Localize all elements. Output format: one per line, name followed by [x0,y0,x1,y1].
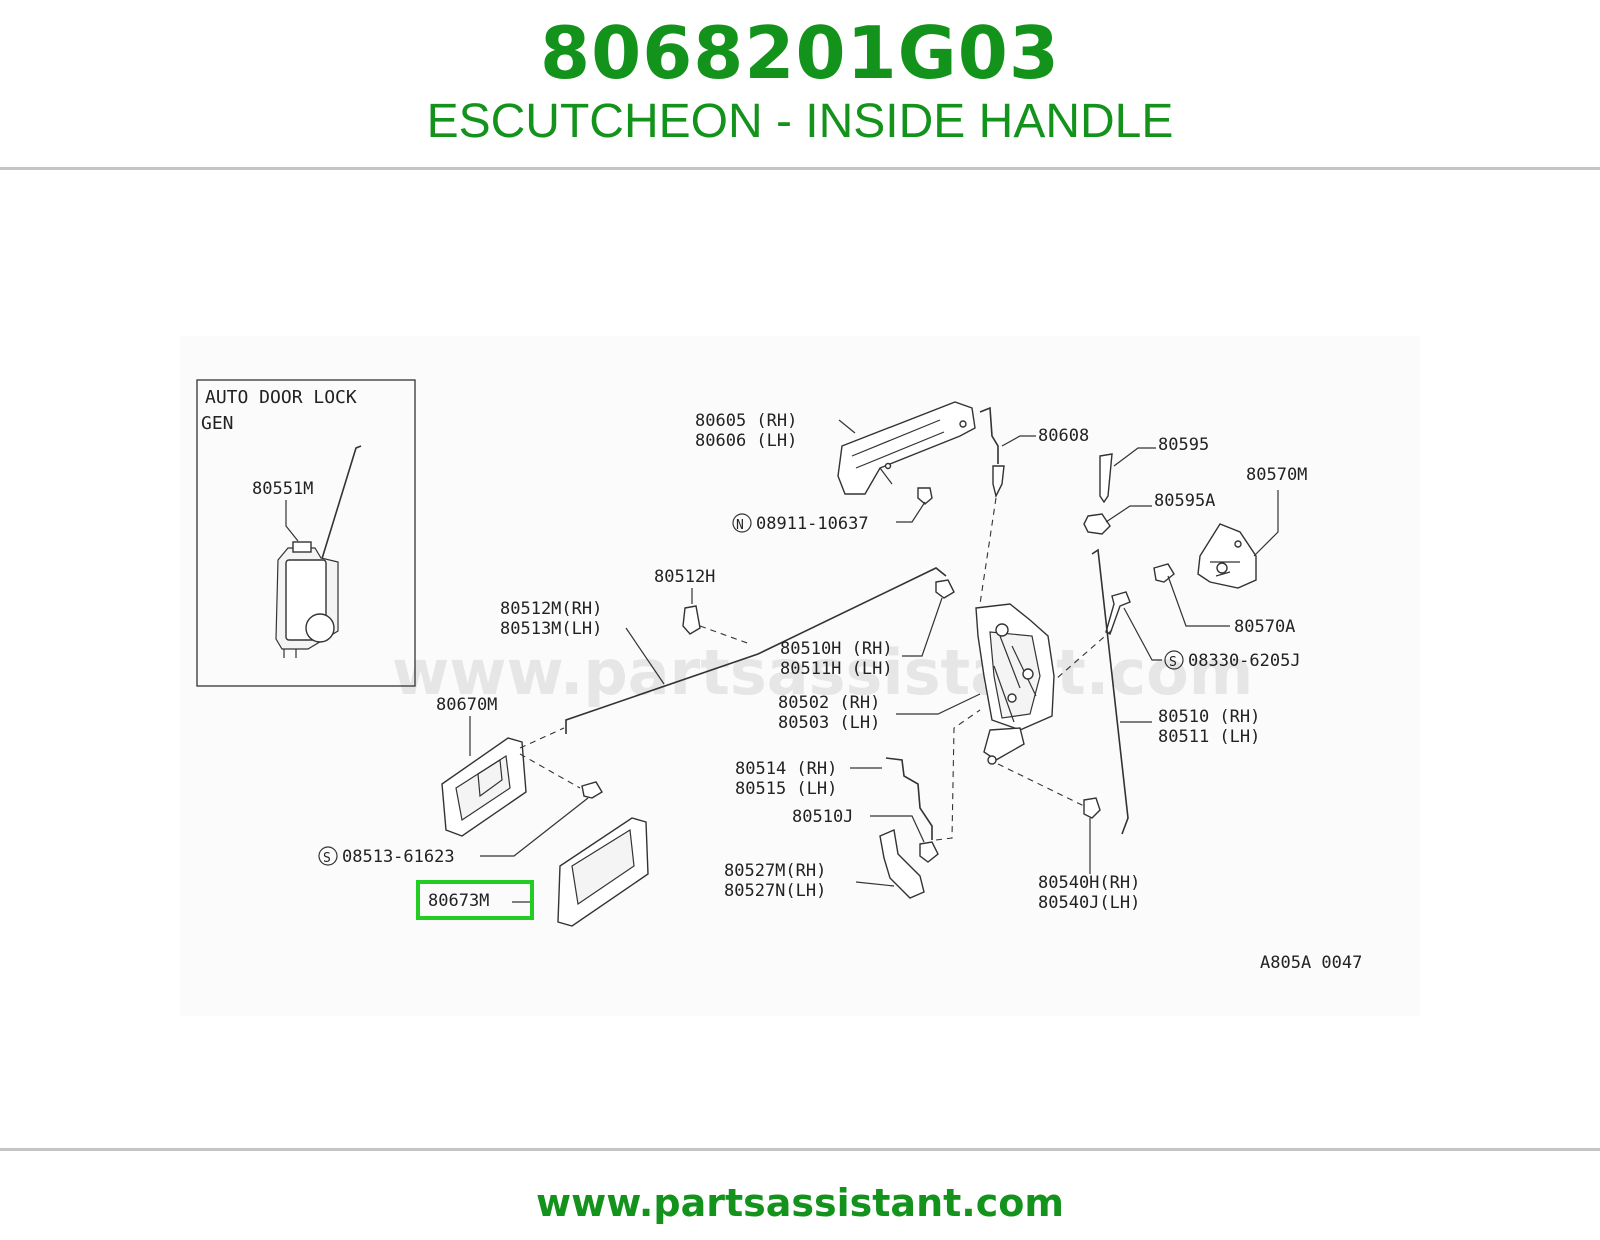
symbol-s-circle-2 [318,846,338,866]
actuator-unit [275,541,339,658]
leader-80551M [285,500,299,542]
rod-80512M [565,567,947,734]
symbol-n-circle [732,513,752,533]
callout-80527N[interactable]: 80527N(LH) [724,881,826,901]
leader-80570M [1253,490,1279,557]
leader-80512M [625,627,665,685]
header-divider [0,167,1600,170]
bolt-08330 [1105,591,1131,635]
callout-80540J[interactable]: 80540J(LH) [1038,893,1140,913]
figure-code: A805A 0047 [1260,953,1362,973]
rod-80608 [979,406,999,464]
lever-80514 [885,757,933,840]
pin-80595 [1099,453,1113,504]
highlight-box-80673M [416,880,534,920]
door-lock-assembly [975,603,1055,765]
callout-80512H[interactable]: 80512H [654,567,715,587]
inset-subtitle: GEN [201,413,234,434]
callout-80527M[interactable]: 80527M(RH) [724,861,826,881]
auto-door-lock-inset: AUTO DOOR LOCK GEN 80551M [196,379,416,687]
dash-80670M [519,727,565,749]
symbol-s-2: S [323,851,331,866]
callout-08911[interactable]: 08911-10637 [756,514,869,534]
callout-80673M[interactable]: 80673M [428,891,489,911]
dash-80670M-screw [519,753,581,789]
diagram-background [180,336,1420,1016]
leader-08330 [1123,607,1162,661]
callout-80511H[interactable]: 80511H (LH) [780,659,893,679]
callout-80510H[interactable]: 80510H (RH) [780,639,893,659]
footer-website-link[interactable]: www.partsassistant.com [536,1181,1064,1225]
inside-handle-80670M [441,737,527,837]
symbol-s-1: S [1169,655,1177,670]
leader-80570A [1167,575,1230,627]
leader-08911 [896,501,926,523]
symbol-n: N [736,518,744,533]
dash-80540H [997,763,1085,807]
parts-diagram: www.partsassistant.com AUTO DOOR LOCK GE… [180,336,1420,1021]
clip-80540H [1083,797,1101,819]
leader-80595 [1113,447,1156,467]
callout-80515[interactable]: 80515 (LH) [735,779,837,799]
leader-80510J [870,815,925,843]
inset-title: AUTO DOOR LOCK [205,387,357,408]
inset-frame [196,379,416,687]
callout-08513[interactable]: 08513-61623 [342,847,455,867]
callout-80512M[interactable]: 80512M(RH) [500,599,602,619]
bushing-80595A [1083,513,1111,535]
callout-80608[interactable]: 80608 [1038,426,1089,446]
bracket-80527M [879,829,925,899]
callout-80670M[interactable]: 80670M [436,695,497,715]
dash-80510J [935,709,981,841]
callout-80605[interactable]: 80605 (RH) [695,411,797,431]
callout-80606[interactable]: 80606 (LH) [695,431,797,451]
callout-80510[interactable]: 80510 (RH) [1158,707,1260,727]
symbol-s-circle-1 [1164,650,1184,670]
callout-80503[interactable]: 80503 (LH) [778,713,880,733]
nut-08911 [917,487,933,505]
callout-80540H[interactable]: 80540H(RH) [1038,873,1140,893]
leader-80608 [1001,435,1036,447]
leader-80527M [855,881,895,887]
part-number-title: 8068201G03 [540,11,1060,95]
callout-80510J[interactable]: 80510J [792,807,853,827]
footer-divider [0,1148,1600,1151]
callout-80595A[interactable]: 80595A [1154,491,1215,511]
dash-80512H [699,625,751,645]
page-header: 8068201G03 ESCUTCHEON - INSIDE HANDLE [0,0,1600,168]
callout-80595[interactable]: 80595 [1158,435,1209,455]
clip-80512H [682,605,701,635]
callout-80570A[interactable]: 80570A [1234,617,1295,637]
actuator-rod [308,445,362,602]
leader-80595A [1105,505,1152,523]
callout-08330[interactable]: 08330-6205J [1188,651,1301,671]
callout-80511[interactable]: 80511 (LH) [1158,727,1260,747]
exploded-view-svg: www.partsassistant.com AUTO DOOR LOCK GE… [180,336,1420,1016]
escutcheon-80673M [557,817,649,927]
callout-80551M[interactable]: 80551M [252,479,313,499]
striker-80570M [1197,523,1257,589]
screw-08513 [581,781,603,799]
callout-80502[interactable]: 80502 (RH) [778,693,880,713]
leader-80502 [896,693,981,715]
dash-80608 [979,497,997,605]
dash-08330 [1047,629,1113,687]
callout-80514[interactable]: 80514 (RH) [735,759,837,779]
clip-80608 [992,465,1005,499]
outside-handle [837,401,976,495]
clip-80510J [919,841,939,863]
leader-08513 [480,797,589,857]
leader-80605 [838,419,856,434]
part-name-subtitle: ESCUTCHEON - INSIDE HANDLE [426,95,1174,148]
callout-80570M[interactable]: 80570M [1246,465,1307,485]
callout-80513M[interactable]: 80513M(LH) [500,619,602,639]
rod-80510 [1091,548,1129,835]
clip-80510H [935,579,955,599]
leader-80510H [902,597,943,657]
